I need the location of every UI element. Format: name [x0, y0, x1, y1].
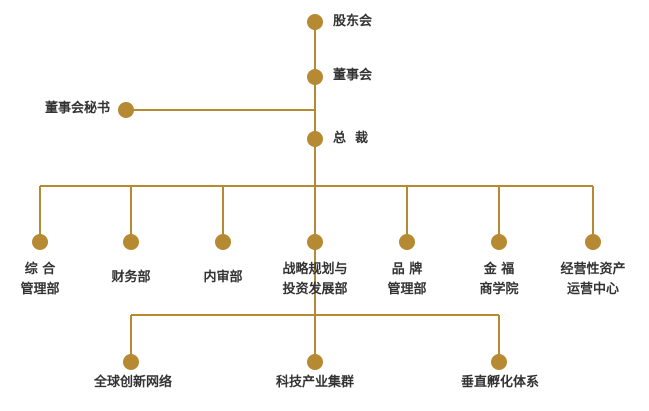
dept-label-finance: 财务部 — [111, 270, 151, 285]
node-label-board: 董事会 — [333, 68, 373, 83]
node-dot-subunit-1 — [307, 354, 323, 370]
node-label-board-secretary: 董事会秘书 — [44, 101, 110, 116]
node-dot-department-2 — [215, 234, 231, 250]
subunit-label-tech-industry-cluster: 科技产业集群 — [275, 375, 355, 390]
node-dot-department-1 — [123, 234, 139, 250]
node-dot-department-3 — [307, 234, 323, 250]
node-dot-department-5 — [491, 234, 507, 250]
node-dot-board — [307, 69, 323, 85]
node-dot-shareholders — [307, 14, 323, 30]
node-dot-department-4 — [399, 234, 415, 250]
subunit-label-global-innovation: 全球创新网络 — [93, 375, 173, 390]
node-dot-department-0 — [32, 234, 48, 250]
node-dot-board-secretary — [118, 102, 134, 118]
dept-label-internal-audit: 内审部 — [203, 270, 243, 285]
node-label-shareholders: 股东会 — [333, 14, 373, 29]
dept-label-brand-management: 品 牌 管理部 — [387, 262, 427, 297]
node-dot-department-6 — [585, 234, 601, 250]
dept-label-jinfu-business-school: 金 福 商学院 — [479, 262, 519, 297]
dept-label-general-management: 综 合 管理部 — [20, 262, 60, 297]
node-label-president: 总 裁 — [333, 131, 369, 146]
dept-label-asset-operations: 经营性资产 运营中心 — [560, 262, 626, 297]
dept-label-strategy-investment: 战略规划与 投资发展部 — [282, 262, 348, 297]
node-dot-subunit-0 — [123, 354, 139, 370]
node-dots — [32, 14, 601, 370]
node-dot-president — [307, 131, 323, 147]
subunit-label-vertical-incubation: 垂直孵化体系 — [460, 375, 540, 390]
node-dot-subunit-2 — [491, 354, 507, 370]
